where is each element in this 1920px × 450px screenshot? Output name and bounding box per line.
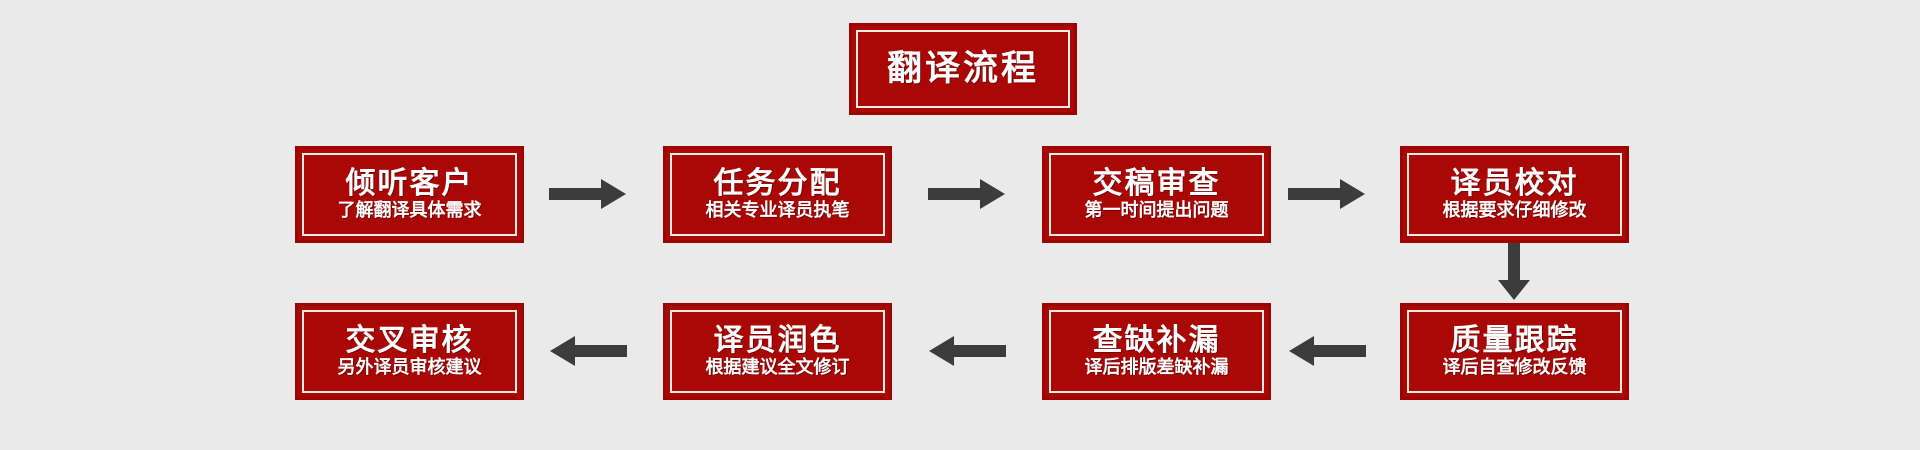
step-box-4-inner-frame: 译员校对 根据要求仔细修改: [1407, 153, 1622, 236]
step-box-3-inner-frame: 交稿审查 第一时间提出问题: [1049, 153, 1264, 236]
step-1-title: 倾听客户: [345, 166, 474, 202]
step-box-1-listen-to-client[interactable]: 倾听客户 了解翻译具体需求: [295, 146, 524, 243]
step-5-title: 质量跟踪: [1450, 323, 1579, 359]
step-5-subtitle: 译后自查修改反馈: [1442, 356, 1587, 378]
arrow-right-icon-step3-to-step4: [1288, 175, 1366, 213]
step-7-subtitle: 根据建议全文修订: [705, 356, 850, 378]
step-box-2-task-assignment[interactable]: 任务分配 相关专业译员执笔: [663, 146, 892, 243]
flowchart-title: 翻译流程: [886, 48, 1039, 89]
step-box-8-cross-review[interactable]: 交叉审核 另外译员审核建议: [295, 303, 524, 400]
step-box-1-inner-frame: 倾听客户 了解翻译具体需求: [302, 153, 517, 236]
step-6-subtitle: 译后排版差缺补漏: [1084, 356, 1229, 378]
arrow-right-icon-step2-to-step3: [928, 175, 1006, 213]
step-1-subtitle: 了解翻译具体需求: [337, 199, 482, 221]
step-2-subtitle: 相关专业译员执笔: [705, 199, 850, 221]
title-box-inner-frame: 翻译流程: [856, 30, 1070, 108]
step-box-2-inner-frame: 任务分配 相关专业译员执笔: [670, 153, 885, 236]
step-box-6-gap-checking[interactable]: 查缺补漏 译后排版差缺补漏: [1042, 303, 1271, 400]
step-4-title: 译员校对: [1450, 166, 1579, 202]
step-box-5-quality-tracking[interactable]: 质量跟踪 译后自查修改反馈: [1400, 303, 1629, 400]
step-4-subtitle: 根据要求仔细修改: [1442, 199, 1587, 221]
step-box-6-inner-frame: 查缺补漏 译后排版差缺补漏: [1049, 310, 1264, 393]
step-8-title: 交叉审核: [345, 323, 474, 359]
step-7-title: 译员润色: [713, 323, 842, 359]
arrow-left-icon-step7-to-step8: [549, 332, 627, 370]
arrow-right-icon-step1-to-step2: [549, 175, 627, 213]
step-box-3-submission-review[interactable]: 交稿审查 第一时间提出问题: [1042, 146, 1271, 243]
step-8-subtitle: 另外译员审核建议: [337, 356, 482, 378]
step-6-title: 查缺补漏: [1092, 323, 1221, 359]
step-3-title: 交稿审查: [1092, 166, 1221, 202]
arrow-down-icon-step4-to-step5: [1497, 243, 1531, 301]
flowchart-title-box: 翻译流程: [849, 23, 1077, 115]
arrow-left-icon-step5-to-step6: [1288, 332, 1366, 370]
arrow-left-icon-step6-to-step7: [928, 332, 1006, 370]
step-2-title: 任务分配: [713, 166, 842, 202]
step-3-subtitle: 第一时间提出问题: [1084, 199, 1229, 221]
step-box-7-translator-polishing[interactable]: 译员润色 根据建议全文修订: [663, 303, 892, 400]
step-box-8-inner-frame: 交叉审核 另外译员审核建议: [302, 310, 517, 393]
step-box-4-translator-proofreading[interactable]: 译员校对 根据要求仔细修改: [1400, 146, 1629, 243]
step-box-5-inner-frame: 质量跟踪 译后自查修改反馈: [1407, 310, 1622, 393]
step-box-7-inner-frame: 译员润色 根据建议全文修订: [670, 310, 885, 393]
